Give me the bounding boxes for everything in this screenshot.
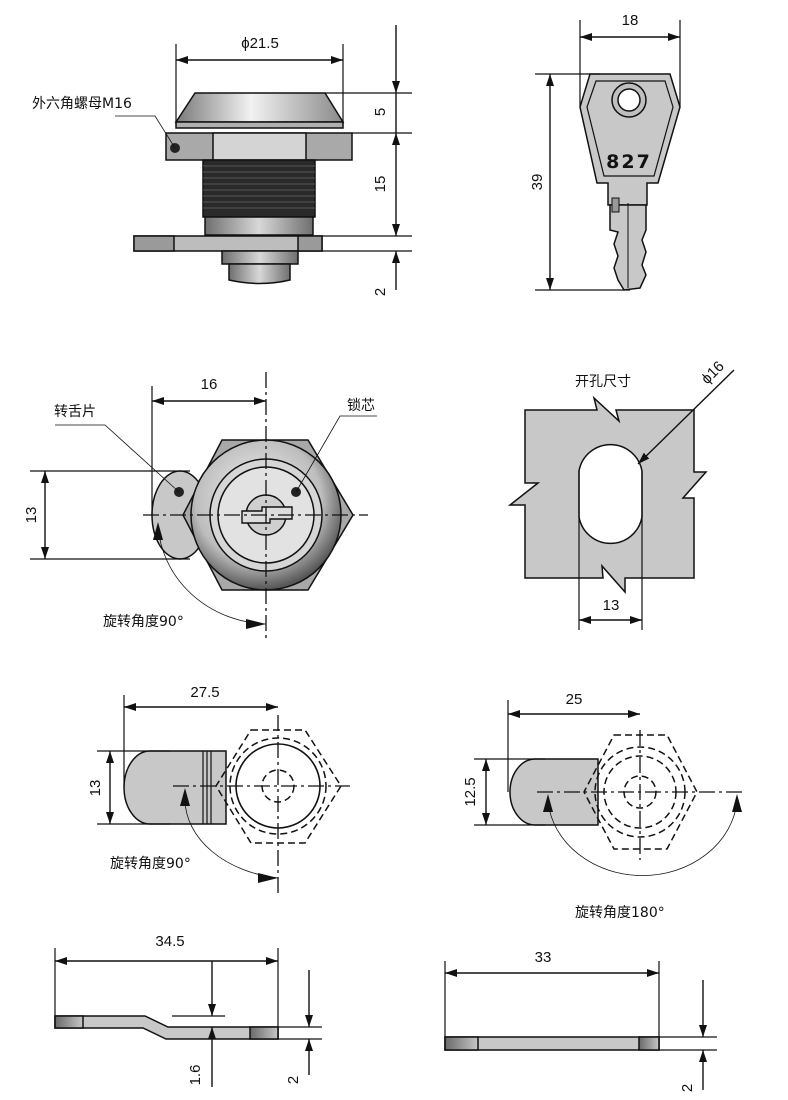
front-rotation-label: 旋转角度90°	[103, 614, 184, 630]
nut-label: 外六角螺母M16	[32, 96, 132, 112]
head-rim	[175, 121, 344, 129]
cutout-view: 13 ϕ16 开孔尺寸	[507, 358, 735, 630]
dim-cutout-dia-label: ϕ16	[698, 358, 728, 388]
cam180-rotation-label: 旋转角度180°	[575, 905, 665, 921]
cam90-rotation-label: 旋转角度90°	[110, 856, 191, 872]
offset-cam-end	[249, 1026, 279, 1040]
dim-key-width-label: 18	[622, 12, 639, 29]
dim-cam90-length-label: 27.5	[190, 684, 219, 701]
dim-cam180-length-label: 25	[566, 691, 583, 708]
rotation-arc	[157, 524, 267, 625]
cam90-view: 27.5 13 旋转角度90°	[87, 684, 350, 895]
core-label: 锁芯	[347, 398, 375, 414]
arc-arrow	[543, 794, 553, 812]
screw-head	[228, 263, 291, 285]
arc-arrow	[246, 619, 266, 629]
front-view: 转舌片 锁芯 16 13 旋转角度90°	[23, 372, 377, 640]
dim-flat-thickness-label: 2	[679, 1084, 696, 1092]
cam-leader	[55, 424, 180, 493]
flat-cam-profile: 33 2	[444, 949, 717, 1092]
nut-leader	[115, 115, 176, 149]
body-collar	[204, 216, 314, 236]
dim-front-height-label: 13	[23, 507, 40, 524]
dim-key-height-label: 39	[529, 174, 546, 191]
dim-cam-label: 2	[372, 288, 389, 296]
dim-cam90-width-label: 13	[87, 780, 104, 797]
dim-offset-label: 1.6	[187, 1065, 204, 1086]
cutout-title: 开孔尺寸	[575, 374, 631, 390]
cam-plate-end	[133, 235, 175, 252]
dim-offset-length-label: 34.5	[155, 933, 184, 950]
cam-plate-end	[297, 235, 323, 252]
offset-cam-bar	[54, 1015, 279, 1040]
key-shoulder	[611, 197, 620, 213]
flat-cam-end	[638, 1036, 660, 1051]
arc-arrow	[732, 794, 742, 812]
dim-offset-thickness-label: 2	[285, 1076, 302, 1084]
dim-head-label: 5	[372, 108, 389, 116]
cam180-view: 25 12.5 旋转角度180°	[462, 691, 745, 921]
dim-dia-label: ϕ21.5	[241, 35, 279, 52]
dim-cutout-dia	[637, 369, 735, 465]
cutout-hole	[578, 443, 643, 545]
screw-washer	[221, 250, 299, 265]
offset-cam-end	[54, 1015, 84, 1029]
flat-cam-end	[444, 1036, 479, 1051]
arc-arrow	[180, 788, 190, 806]
hex-nut-face	[212, 132, 307, 161]
side-view: ϕ21.5 外六角螺母M16 5 15 2	[32, 25, 412, 296]
key-number: 827	[606, 151, 652, 173]
dim-cutout-flat-label: 13	[603, 597, 620, 614]
lock-head	[174, 92, 345, 123]
key-view: 827 18 39	[529, 12, 681, 291]
offset-cam-profile: 34.5 1.6 2	[54, 933, 322, 1087]
dim-flat-length-label: 33	[535, 949, 552, 966]
dim-front-width-label: 16	[201, 376, 218, 393]
cam180-rotation-arc	[547, 801, 738, 876]
core-leader	[295, 415, 377, 493]
arc-arrow	[258, 873, 278, 883]
dim-cam180-width-label: 12.5	[462, 777, 479, 806]
thread-lines	[203, 165, 315, 209]
key-bow-inner	[586, 80, 674, 177]
cam-label: 转舌片	[54, 404, 96, 420]
dim-body-label: 15	[372, 176, 389, 193]
key-hole	[617, 88, 641, 112]
arc-arrow	[153, 522, 163, 540]
